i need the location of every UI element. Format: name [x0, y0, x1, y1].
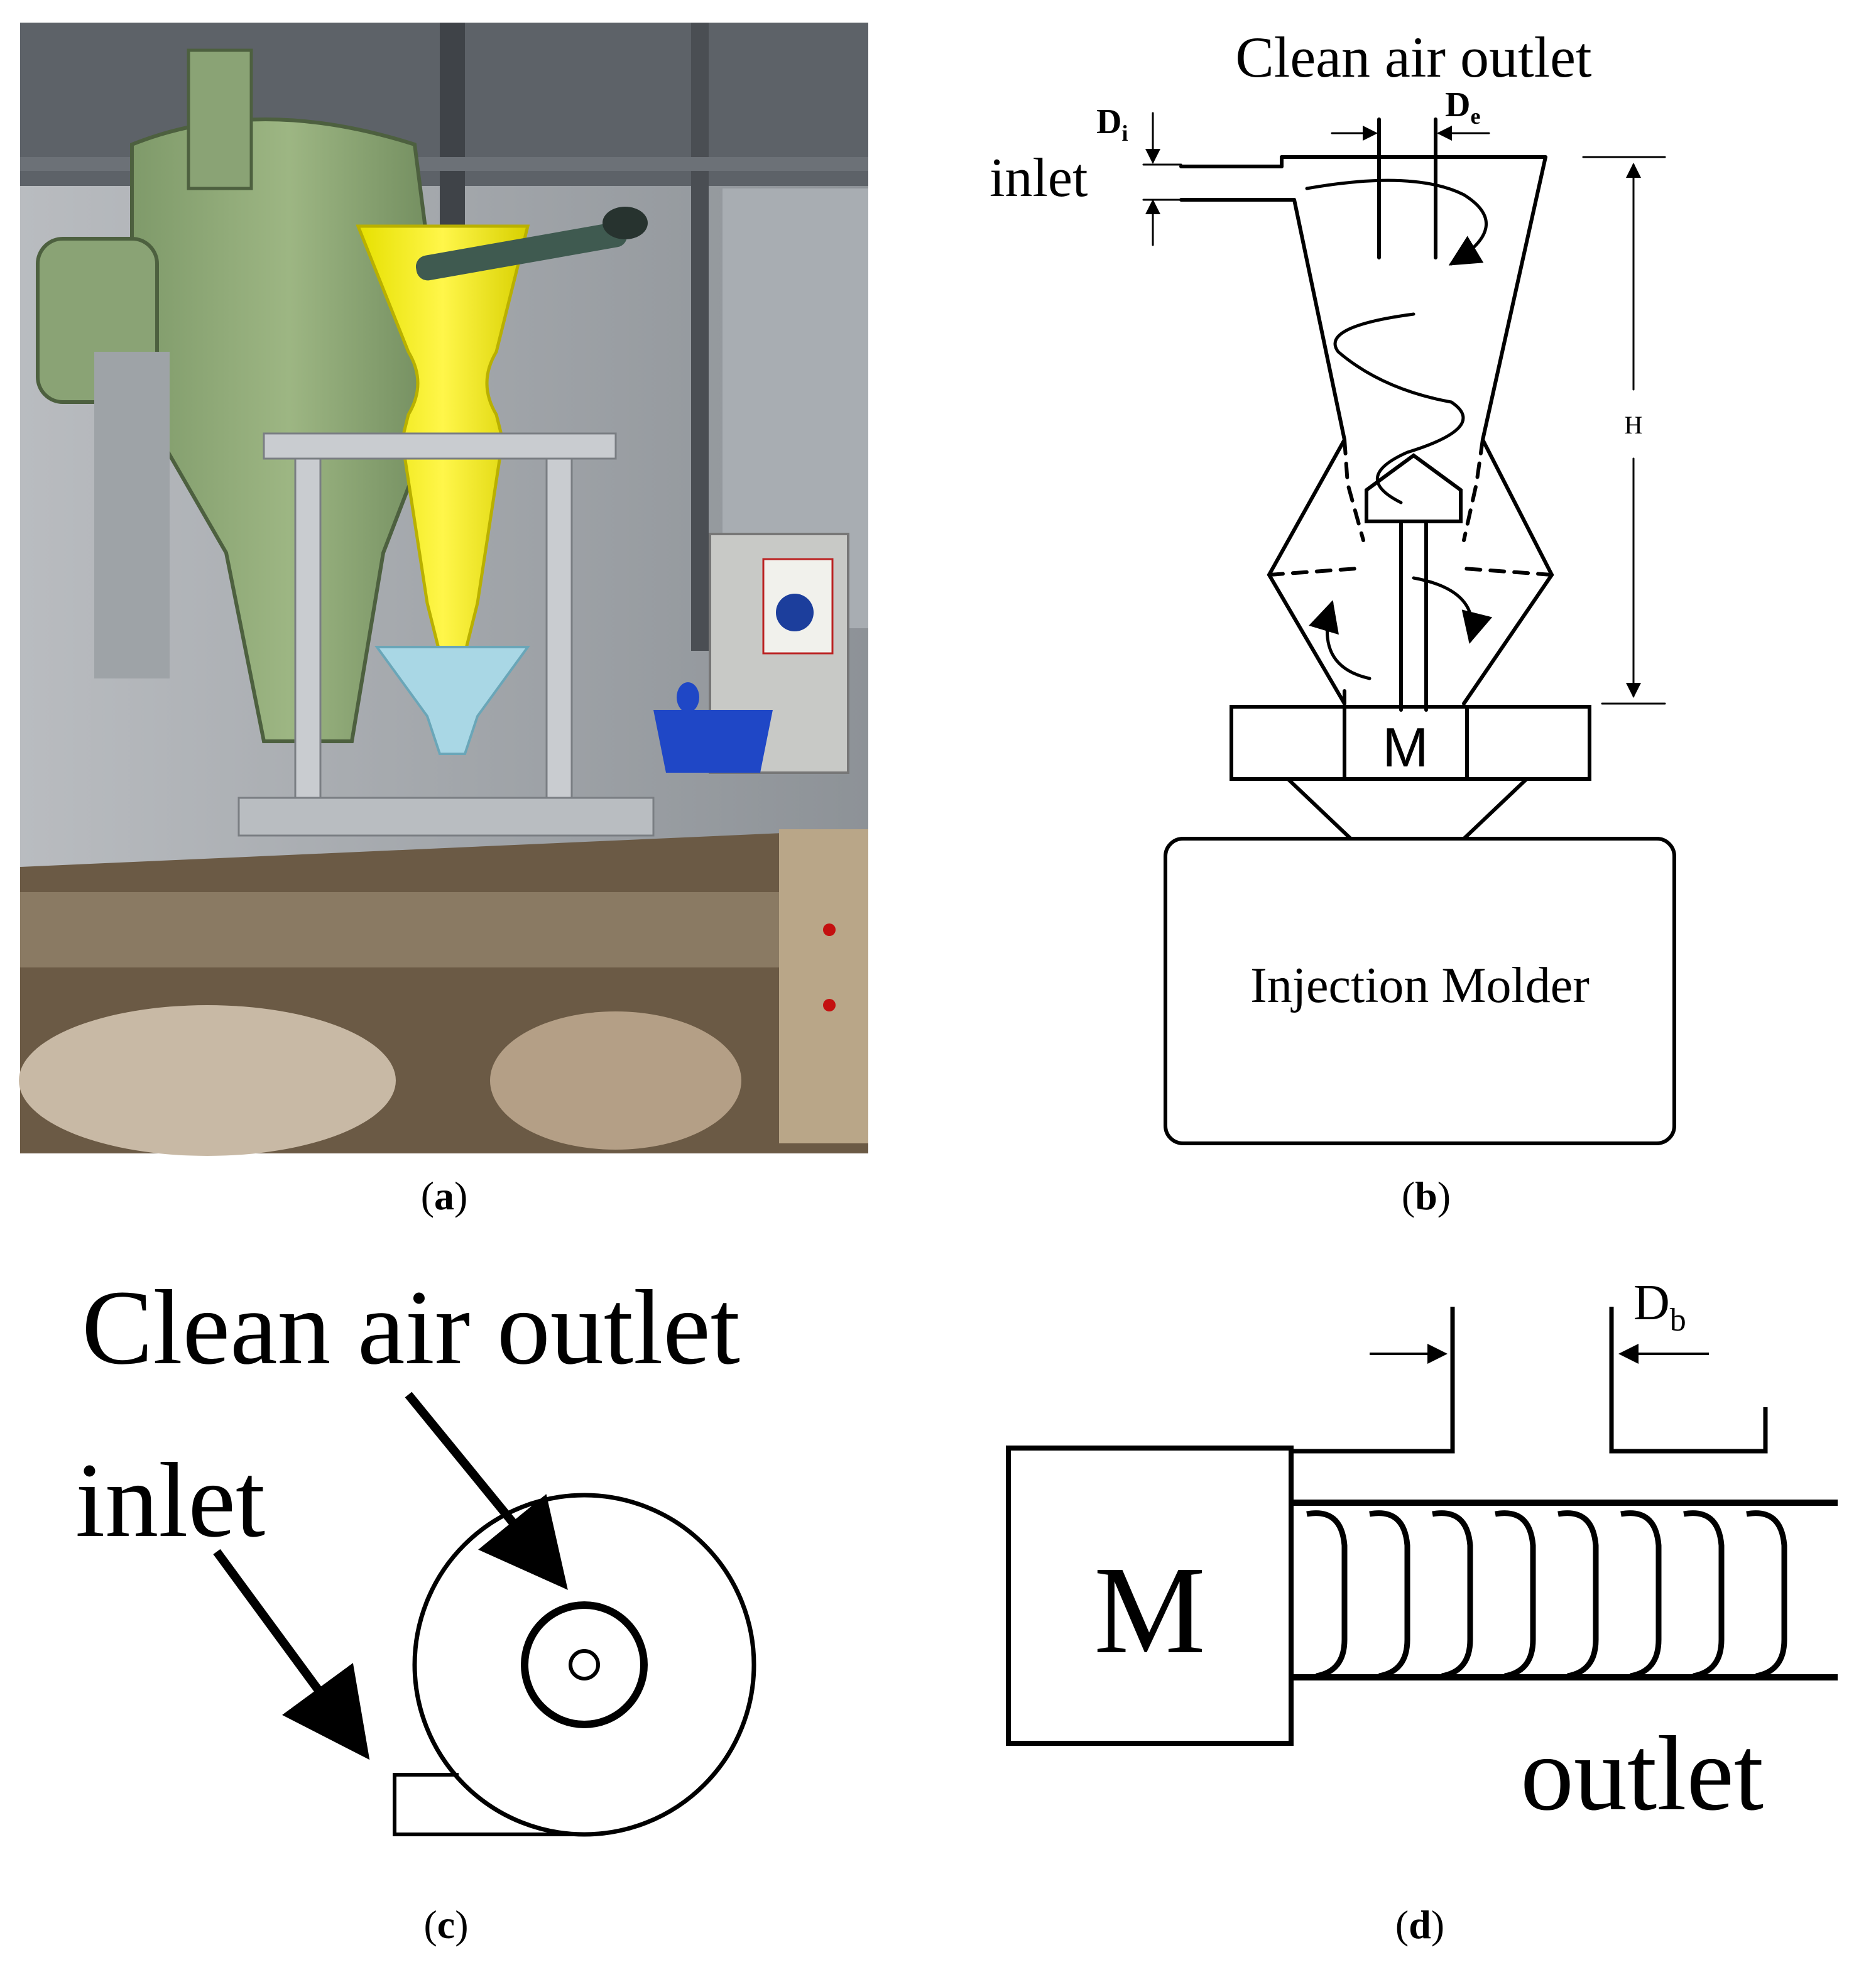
motor-housing — [1230, 705, 1591, 781]
center-circle — [569, 1649, 600, 1680]
indicator-light — [823, 999, 836, 1011]
panel-c-top-view: Clean air outlet inlet — [75, 1268, 756, 1837]
cyclone-left-wall — [1267, 198, 1347, 705]
panel-b-inlet-label: inlet — [990, 148, 1088, 209]
sign-figure — [776, 594, 814, 631]
panel-b-motor-label: M — [1382, 716, 1428, 778]
hopper-left-wall — [1291, 1435, 1455, 1454]
blue-funnel — [374, 646, 530, 755]
screw-flight — [1306, 1510, 1348, 1679]
inlet-arrow — [213, 1549, 370, 1760]
panel-c-inlet-label: inlet — [75, 1441, 265, 1559]
de-label: De — [1445, 85, 1480, 129]
hopper-neck — [1286, 777, 1529, 841]
hopper-right-wall — [1609, 1407, 1768, 1454]
barrel-left — [19, 1005, 396, 1156]
panel-c-title: Clean air outlet — [82, 1268, 740, 1386]
di-label: Di — [1096, 102, 1128, 146]
inner-cone-base-left — [1267, 567, 1359, 577]
swirl-arrow-top — [1305, 178, 1488, 266]
inlet-pipe-mouth — [603, 207, 648, 239]
screw-flight — [1683, 1510, 1725, 1679]
return-arrow-left — [1309, 600, 1372, 680]
caption-a: (a) — [421, 1174, 468, 1218]
injection-molder-box — [1164, 837, 1676, 1145]
screw-flight — [1432, 1510, 1473, 1679]
db-label: Db — [1633, 1275, 1686, 1338]
injection-molder-label: Injection Molder — [1250, 958, 1590, 1013]
inner-cone-right — [1462, 438, 1485, 542]
grey-pipe — [94, 352, 170, 678]
frame-base — [237, 797, 655, 837]
panel-a-photo — [19, 23, 868, 1156]
frame-post-right — [545, 438, 573, 818]
inlet-duct — [393, 1773, 584, 1836]
screw-flights — [1306, 1510, 1787, 1679]
frame-post-left — [294, 438, 322, 818]
screw-motor-box — [1006, 1446, 1294, 1746]
screw-flight — [1746, 1510, 1787, 1679]
clean-air-arrow — [405, 1392, 568, 1590]
inlet-pipe — [415, 222, 628, 281]
green-hopper — [130, 117, 449, 743]
cone-cap — [1365, 453, 1463, 523]
inner-cone-left — [1343, 438, 1365, 542]
h-label: H — [1625, 411, 1643, 439]
panel-d-motor-label: M — [1094, 1541, 1206, 1680]
green-pipe-top — [187, 48, 253, 190]
panel-b-schematic: Clean air outlet inlet Di De — [990, 25, 1676, 1145]
cyclone-right-wall — [1462, 155, 1554, 705]
bench-top — [20, 892, 868, 967]
blue-bucket — [653, 710, 773, 773]
screw-flight — [1620, 1510, 1662, 1679]
control-panel — [779, 829, 868, 1143]
frame-top-bar — [263, 432, 617, 460]
panel-d-screw-feeder: Db M outlet — [1006, 1275, 1838, 1833]
vortex-finder-circle — [521, 1601, 648, 1728]
cyclone-outer-circle — [412, 1493, 756, 1837]
screw-flight — [1557, 1510, 1599, 1679]
inner-cone-base-right — [1462, 567, 1554, 577]
panel-b-title: Clean air outlet — [1235, 25, 1592, 89]
panel-d-outlet-label: outlet — [1520, 1714, 1764, 1833]
caption-d: (d) — [1395, 1902, 1444, 1947]
screw-flight — [1369, 1510, 1410, 1679]
screw-flight — [1495, 1510, 1536, 1679]
spiral-flow — [1333, 312, 1465, 504]
caption-c: (c) — [423, 1902, 468, 1947]
barrel-right — [490, 1011, 741, 1150]
indicator-light — [823, 923, 836, 936]
bucket-handle — [677, 682, 699, 712]
caption-b: (b) — [1402, 1174, 1451, 1218]
pipe-vertical-right — [691, 23, 709, 651]
return-arrow-right — [1412, 576, 1493, 644]
